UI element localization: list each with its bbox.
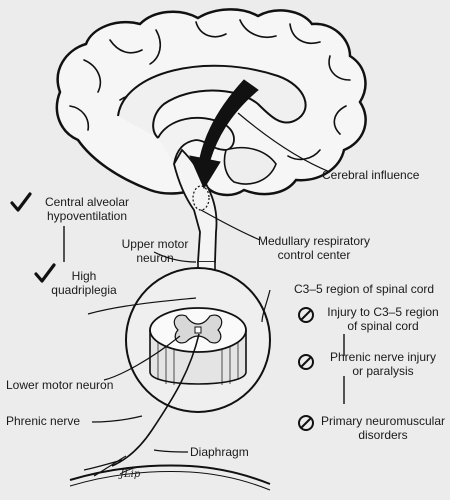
corpus-callosum [117,64,307,139]
central-alveolar-label: Central alveolar hypoventilation [32,195,142,223]
cerebral-influence-arrow [189,79,259,190]
injury-c35-label: Injury to C3–5 region of spinal cord [318,305,448,333]
central-alveolar-line2: hypoventilation [46,209,128,223]
injury-line2: of spinal cord [347,319,419,333]
cerebellum [223,146,277,185]
brain-outline [55,8,367,197]
phrenic-injury-line2: or paralysis [352,364,414,378]
high-line2: quadriplegia [51,283,117,297]
primary-line2: disorders [358,428,408,442]
primary-line1: Primary neuromuscular [320,414,446,428]
phrenic-injury-label: Phrenic nerve injury or paralysis [318,350,448,378]
check-icon [34,263,56,283]
leader-lines [87,112,331,453]
phrenic-nerve-path [111,333,200,467]
medullary-center-label: Medullary respiratory control center [244,234,384,262]
injury-line1: Injury to C3–5 region [327,305,439,319]
diaphragm-shape [69,464,271,485]
c35-region-label: C3–5 region of spinal cord [294,282,435,296]
medullary-line1: Medullary respiratory [257,234,371,248]
phrenic-nerve-label: Phrenic nerve [6,414,81,428]
prohibited-icon [298,415,314,431]
prohibited-icon [298,354,314,370]
central-alveolar-line1: Central alveolar [44,195,130,209]
high-line1: High [71,269,97,283]
medullary-center-oval [192,185,210,211]
high-quadriplegia-label: High quadriplegia [44,269,124,297]
diaphragm-label: Diaphragm [190,445,249,459]
phrenic-injury-line1: Phrenic nerve injury [329,350,437,364]
lower-motor-neuron-label: Lower motor neuron [6,378,114,392]
artist-signature: JLip [120,469,141,480]
cerebral-influence-label: Cerebral influence [322,168,420,182]
check-icon [10,192,32,212]
spinal-segment [149,307,247,385]
primary-neuromuscular-label: Primary neuromuscular disorders [318,414,448,442]
upper-motor-line2: neuron [136,251,174,265]
upper-motor-line1: Upper motor [121,237,189,251]
prohibited-icon [298,307,314,323]
upper-motor-neuron-label: Upper motor neuron [110,237,200,265]
medullary-line2: control center [277,248,351,262]
